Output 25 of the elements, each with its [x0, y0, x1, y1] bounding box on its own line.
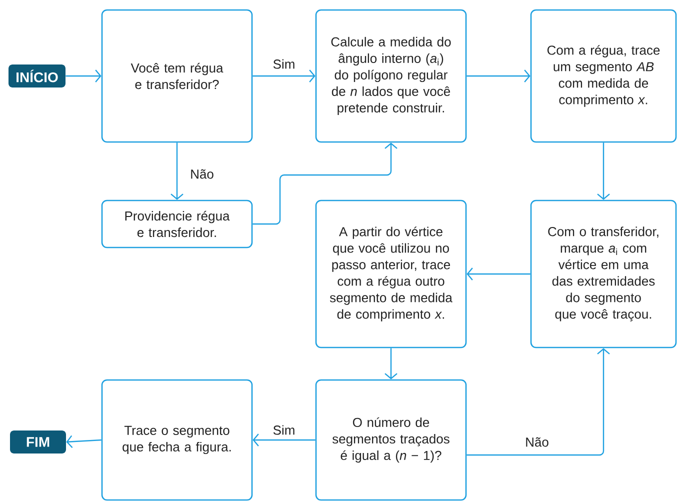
process-box: Calcule a medida do ângulo interno (a$_{i}$) do polígono regular de n lados que você pretende construir. [315, 9, 467, 143]
process-box: Providencie régua e transferidor. [101, 200, 253, 248]
edge-label: Não [189, 168, 215, 180]
arrow [170, 142, 184, 200]
arrow [252, 434, 316, 446]
arrow [384, 348, 398, 380]
process-box: Trace o segmento que fecha a figura. [101, 379, 253, 501]
arrow [252, 70, 316, 82]
process-box: Com a régua, trace um segmento AB com medida de comprimento x. [530, 9, 677, 143]
end-terminal: FIM [10, 430, 66, 454]
edge-label: Sim [272, 58, 296, 70]
arrow [466, 348, 610, 456]
start-terminal: INÍCIO [8, 64, 66, 88]
arrow [597, 142, 610, 200]
arrow [66, 70, 102, 82]
arrow [466, 70, 530, 82]
arrow [252, 142, 398, 225]
arrow [466, 268, 530, 280]
decision-box: O número de segmentos traçados é igual a (n − 1)? [315, 379, 467, 501]
process-box: A partir do vértice que você utilizou no passo anterior, trace com a régua outro segmento de medida de comprimento x. [315, 200, 467, 348]
edge-label: Sim [272, 424, 296, 436]
process-box: Com o transferidor, marque a$_{i}$ com vértice em uma das extremidades do segmento que você traçou. [530, 200, 677, 348]
decision-box: Você tem régua e transferidor? [101, 9, 253, 143]
arrow [66, 435, 102, 448]
edge-label: Não [524, 436, 550, 448]
